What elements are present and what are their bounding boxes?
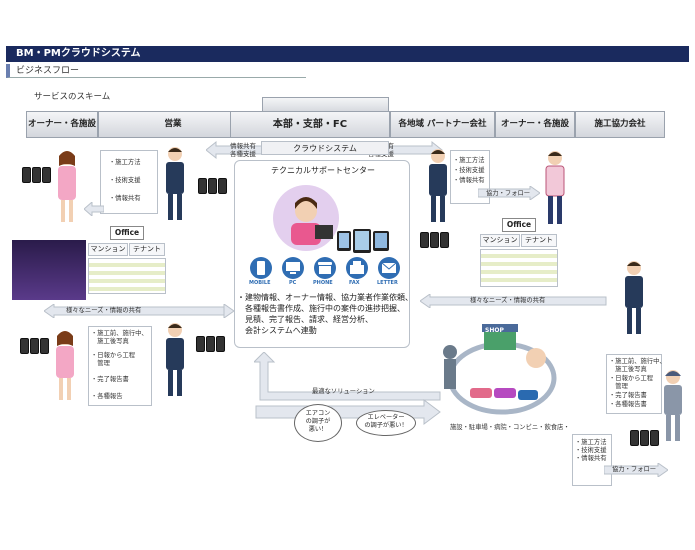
contractor-man-icon (625, 261, 643, 334)
column-sales: 営業 (98, 111, 248, 138)
phone-icon (314, 257, 336, 279)
contractor-report-various: ・各種報告書 (609, 401, 647, 408)
contractor-note-support: ・技術支援 (575, 447, 607, 454)
aircon-balloon: エアコン の調子が 悪い！ (294, 404, 342, 442)
page-subtitle: ビジネスフロー (6, 64, 306, 78)
tenant-label-left: テナント (129, 243, 165, 256)
owner-report-various: ・各種報告 (91, 393, 123, 400)
sales-man-icon (166, 147, 184, 220)
sales-phones (198, 178, 228, 198)
contractor-notes-card: ・施工方法 ・技術支援 ・情報共有 (572, 434, 612, 486)
info-share-left-label: 情報共有 各種支援 (230, 142, 256, 158)
facilities-illustration (443, 324, 557, 415)
contractor-note-share: ・情報共有 (575, 455, 607, 462)
elevator-balloon: エレベーター の調子が悪い！ (356, 410, 416, 436)
building-left (88, 258, 166, 294)
contractor-follow-label: 協力・フォロー (612, 466, 657, 473)
mansion-label-left: マンション (88, 243, 128, 256)
channel-fax: FAX (349, 280, 360, 286)
contractor-report-complete: ・完了報告書 (609, 392, 647, 399)
sales-to-owner-arrow (84, 202, 104, 216)
center-services: ・建物情報、オーナー情報、協力業者作業依頼、 各種報告書作成、施行中の案件の進捗… (237, 293, 413, 335)
channel-letter: LETTER (377, 280, 398, 286)
sales-note-method: ・施工方法 (109, 159, 141, 166)
pc-icon (282, 257, 304, 279)
sales-man-icon-2 (166, 323, 184, 396)
contractor-note-method: ・施工方法 (575, 439, 607, 446)
owner-man-icon (545, 151, 565, 224)
sales-note-support: ・技術支援 (109, 177, 141, 184)
partner-phones (420, 232, 450, 252)
office-label-left: Office (110, 226, 144, 240)
contractor-report-photos: ・施工前、施行中、 施工後写真 (609, 358, 666, 373)
partner-man-icon (429, 149, 447, 222)
sales-notes-card: ・施工方法 ・技術支援 ・情報共有 (100, 150, 158, 214)
scheme-label: サービスのスキーム (34, 92, 111, 102)
column-contractor: 施工協力会社 (575, 111, 665, 138)
owner-phones-bottom (20, 338, 50, 358)
column-owner-right: オーナー・各施設 (495, 111, 575, 138)
city-photo (12, 240, 86, 300)
sales-phones-2 (196, 336, 226, 356)
needs-arrow-left (44, 304, 234, 318)
column-owner-left: オーナー・各施設 (26, 111, 98, 138)
office-label-right: Office (502, 218, 536, 232)
mansion-label-right: マンション (480, 234, 520, 247)
hq-header-top (262, 97, 389, 113)
owner-report-complete: ・完了報告書 (91, 376, 129, 383)
owner-woman-icon (58, 151, 76, 222)
tech-support-center: テクニカルサポートセンター MOBILE PC PHONE FAX LETTER… (234, 160, 413, 348)
column-partner: 各地域 パートナー会社 (390, 111, 495, 138)
needs-arrow-right (420, 294, 607, 308)
operator-icon (273, 185, 339, 251)
needs-label-left: 様々なニーズ・情報の共有 (66, 307, 142, 314)
contractor-reports-card: ・施工前、施行中、 施工後写真 ・日報から工程 管理 ・完了報告書 ・各種報告書 (606, 354, 666, 414)
contractor-phones (630, 430, 660, 450)
channel-phone: PHONE (313, 280, 333, 286)
owner-woman-icon-2 (56, 331, 74, 400)
channel-pc: PC (289, 280, 297, 286)
partner-follow-arrow (478, 186, 540, 200)
tech-support-title: テクニカルサポートセンター (271, 166, 375, 175)
partner-follow-label: 協力・フォロー (486, 190, 531, 197)
owner-phones-top (22, 167, 52, 187)
contractor-report-daily: ・日報から工程 管理 (609, 375, 654, 390)
solution-label: 最適なソリューション (312, 388, 375, 395)
partner-note-method: ・施工方法 (453, 157, 485, 164)
contractor-follow-arrow (604, 463, 668, 477)
contractor-worker-icon (664, 370, 682, 441)
partner-note-share: ・情報共有 (453, 177, 485, 184)
fax-icon (346, 257, 368, 279)
facilities-label: 施設・駐車場・病院・コンビニ・飲食店・ (450, 424, 570, 431)
needs-label-right: 様々なニーズ・情報の共有 (470, 297, 546, 304)
mobile-icon (250, 257, 272, 279)
partner-note-support: ・技術支援 (453, 167, 485, 174)
channel-icons: MOBILE PC PHONE FAX LETTER (249, 257, 400, 287)
sales-note-share: ・情報共有 (109, 195, 141, 202)
building-right (480, 249, 558, 287)
owner-report-photos: ・施工前、施行中、 施工後写真 (91, 330, 148, 345)
tenant-label-right: テナント (521, 234, 557, 247)
letter-icon (378, 257, 400, 279)
page-title: BM・PMクラウドシステム (6, 46, 689, 62)
channel-mobile: MOBILE (249, 280, 271, 286)
owner-reports-card: ・施工前、施行中、 施工後写真 ・日報から工程 管理 ・完了報告書 ・各種報告 (88, 326, 152, 406)
shop-sign: SHOP (485, 327, 504, 334)
column-hq: 本部・支部・FC (230, 111, 390, 138)
owner-report-daily: ・日報から工程 管理 (91, 352, 136, 367)
cloud-system-label: クラウドシステム (261, 141, 389, 155)
devices-icon (337, 229, 389, 253)
